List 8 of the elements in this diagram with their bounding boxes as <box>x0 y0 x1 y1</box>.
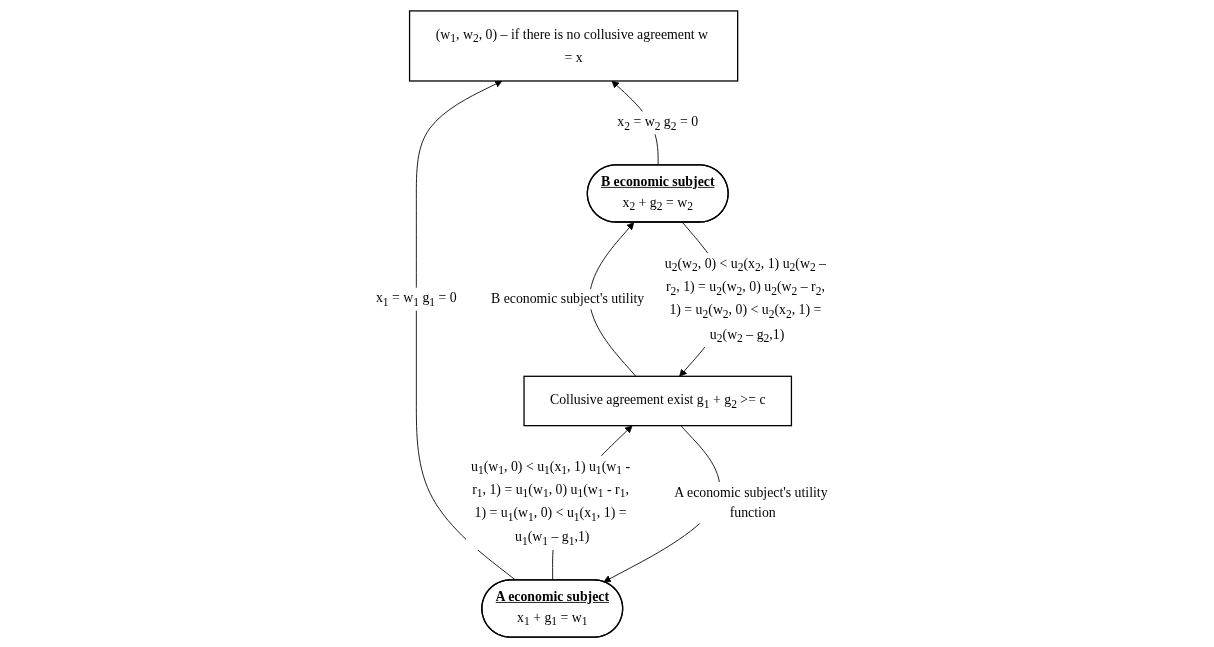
edge-label: A economic subject's utility function <box>673 484 828 520</box>
edge-label: x$_{1}$ = w$_{1}$ g$_{1}$ = 0 <box>375 289 457 308</box>
edge-label: x$_{2}$ = w$_{2}$ g$_{2}$ = 0 <box>616 113 698 132</box>
edge-label: u$_{1}$(w$_{1}$, 0) < u$_{1}$(x$_{1}$, 1) u$_{1}$(w$_{1}$ - r$_{1}$, 1) = u$_{1}$(w$_{1}$, 0) u$_{1}$(w$_{1}$ - r$_{1}$, 1) = u$_{1}$(w$_{1}$, 0) < u$_{1}$(x$_{1}$, 1) = u$_{1}$(w$_{1}$ – g$_{1}$,1) <box>470 457 630 547</box>
node-box: (w$_{1}$, w$_{2}$, 0) – if there is no collusive agreement w = x <box>408 9 738 82</box>
edge-label: u$_{2}$(w$_{2}$, 0) < u$_{2}$(x$_{2}$, 1) u$_{2}$(w$_{2}$ – r$_{2}$, 1) = u$_{2}$(w$_{2}$, 0) u$_{2}$(w$_{2}$ – r$_{2}$, 1) = u$_{2}$(w$_{2}$, 0) < u$_{2}$(x$_{2}$, 1) = u$_{2}$(w$_{2}$ – g$_{2}$,1) <box>664 255 826 344</box>
node-box: Collusive agreement exist g$_{1}$ + g$_{2}$ >= c <box>522 375 792 426</box>
edge-label: B economic subject's utility <box>490 290 644 306</box>
